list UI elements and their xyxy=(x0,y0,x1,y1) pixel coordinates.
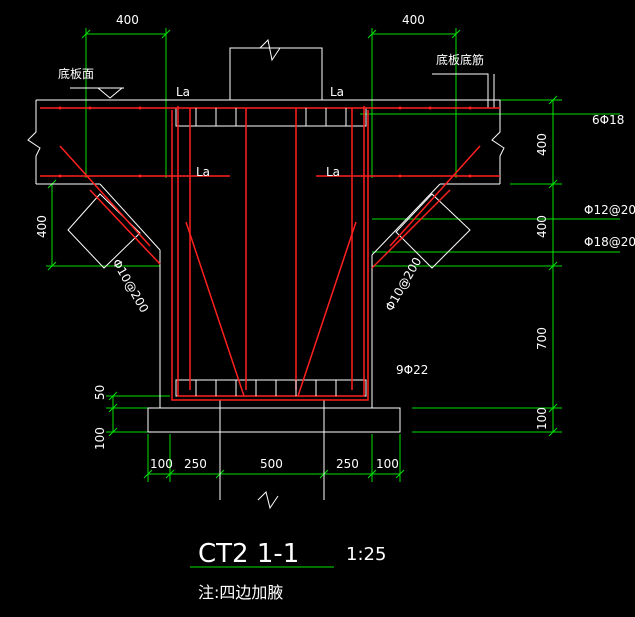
dim-left-100: 100 xyxy=(93,427,107,450)
dim-right-400-b: 400 xyxy=(535,215,549,238)
dim-bottom-2: 250 xyxy=(184,457,207,471)
dim-right-400-a: 400 xyxy=(535,133,549,156)
dim-right-700: 700 xyxy=(535,327,549,350)
drawing-scale: 1:25 xyxy=(346,544,386,565)
dim-bottom-1: 100 xyxy=(150,457,173,471)
drawing-title: CT2 1-1 xyxy=(198,539,299,569)
dim-top-left: 400 xyxy=(116,13,139,27)
label-floor-rebar: 底板底筋 xyxy=(436,52,484,67)
dimension-ticks xyxy=(47,29,558,479)
rebar-dots xyxy=(58,106,472,178)
label-rebar-9phi22: 9Φ22 xyxy=(396,363,428,377)
dim-top-right: 400 xyxy=(402,13,425,27)
rebar xyxy=(40,106,500,401)
drawing-note: 注:四边加腋 xyxy=(198,583,283,602)
stirrup-marks xyxy=(195,108,347,396)
dim-bottom-3: 500 xyxy=(260,457,283,471)
dim-bottom-5: 100 xyxy=(376,457,399,471)
label-la-mid-left: La xyxy=(196,165,210,179)
label-rebar-phi18: Φ18@200 xyxy=(584,235,635,249)
dim-bottom-4: 250 xyxy=(336,457,359,471)
label-haunch-right: Φ10@200 xyxy=(382,255,424,314)
dim-right-100: 100 xyxy=(535,407,549,430)
label-rebar-6phi18: 6Φ18 xyxy=(592,113,624,127)
dim-left-400: 400 xyxy=(35,215,49,238)
label-rebar-phi12: Φ12@200 xyxy=(584,203,635,217)
label-floor-surface: 底板面 xyxy=(58,66,94,81)
label-haunch-left: Φ10@200 xyxy=(109,257,151,316)
dim-left-50: 50 xyxy=(93,385,107,400)
label-la-top-right: La xyxy=(330,85,344,99)
label-la-top-left: La xyxy=(176,85,190,99)
label-la-mid-right: La xyxy=(326,165,340,179)
